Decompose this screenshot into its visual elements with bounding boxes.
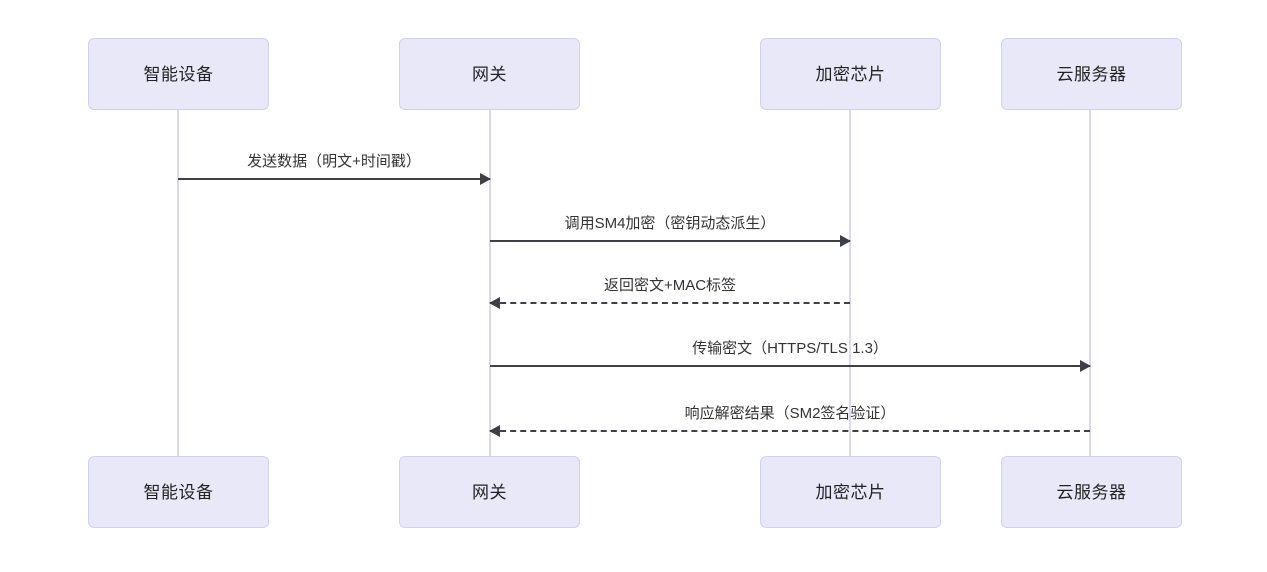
message-line-4 <box>490 365 1090 367</box>
lifeline-chip <box>849 110 851 456</box>
arrowhead-right-icon-2 <box>840 235 851 247</box>
message-line-3 <box>490 302 850 304</box>
participant-box-top-chip[interactable]: 加密芯片 <box>760 38 941 110</box>
participant-box-bottom-chip[interactable]: 加密芯片 <box>760 456 941 528</box>
lifeline-cloud <box>1089 110 1091 456</box>
message-label-2: 调用SM4加密（密钥动态派生） <box>564 215 776 232</box>
message-line-2 <box>490 240 850 242</box>
message-label-4: 传输密文（HTTPS/TLS 1.3） <box>692 340 888 357</box>
participant-box-bottom-cloud[interactable]: 云服务器 <box>1001 456 1182 528</box>
participant-label-gateway: 网关 <box>472 64 507 84</box>
message-line-1 <box>178 178 490 180</box>
lifeline-gateway <box>489 110 491 456</box>
lifeline-device <box>177 110 179 456</box>
participant-label-device: 智能设备 <box>143 64 214 84</box>
participant-box-bottom-gateway[interactable]: 网关 <box>399 456 580 528</box>
arrowhead-right-icon-1 <box>480 173 491 185</box>
arrowhead-left-icon-3 <box>489 297 500 309</box>
participant-box-top-gateway[interactable]: 网关 <box>399 38 580 110</box>
participant-label-chip: 加密芯片 <box>815 482 886 502</box>
arrowhead-right-icon-4 <box>1080 360 1091 372</box>
participant-label-gateway: 网关 <box>472 482 507 502</box>
participant-box-top-cloud[interactable]: 云服务器 <box>1001 38 1182 110</box>
participant-label-device: 智能设备 <box>143 482 214 502</box>
participant-label-chip: 加密芯片 <box>815 64 886 84</box>
arrowhead-left-icon-5 <box>489 425 500 437</box>
participant-box-top-device[interactable]: 智能设备 <box>88 38 269 110</box>
participant-label-cloud: 云服务器 <box>1056 64 1127 84</box>
message-label-3: 返回密文+MAC标签 <box>603 277 737 294</box>
message-line-5 <box>490 430 1090 432</box>
message-label-1: 发送数据（明文+时间戳） <box>247 153 421 170</box>
participant-box-bottom-device[interactable]: 智能设备 <box>88 456 269 528</box>
participant-label-cloud: 云服务器 <box>1056 482 1127 502</box>
message-label-5: 响应解密结果（SM2签名验证） <box>684 405 896 422</box>
